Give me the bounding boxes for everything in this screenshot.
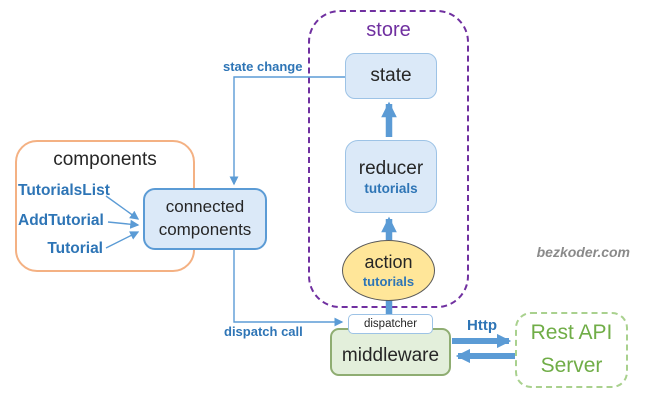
middleware-node: middleware [330,328,451,376]
watermark: bezkoder.com [536,244,630,260]
state-change-arrow [229,76,345,186]
rest-api-server-node: Rest API Server [515,312,628,388]
http-edge-label: Http [467,317,497,334]
component-label-tutorial: Tutorial [47,240,103,257]
dispatcher-node: dispatcher [348,314,433,334]
connected-components-node: connected components [143,188,267,250]
reducer-sublabel: tutorials [364,180,418,196]
tutorial-arrow [105,231,140,249]
reducer-node: reducer tutorials [345,140,437,213]
components-group-title: components [53,149,157,170]
state-change-edge-label: state change [223,59,303,74]
action-sublabel: tutorials [362,274,415,289]
action-label: action [364,252,413,272]
state-label: state [370,65,412,86]
action-node: action tutorials [342,240,435,301]
component-label-tutorialslist: TutorialsList [18,182,110,199]
dispatch-call-arrow [233,250,344,327]
dispatch-call-edge-label: dispatch call [224,324,303,339]
rest-api-server-label: Rest API Server [530,321,613,377]
store-group-title: store [366,19,411,41]
connected-components-label: connected components [158,197,252,239]
reducer-label: reducer [358,157,424,179]
addtutorial-arrow [107,219,140,229]
state-node: state [345,53,437,99]
tutorialslist-arrow [105,195,140,220]
middleware-label: middleware [341,345,440,366]
component-label-addtutorial: AddTutorial [18,212,104,229]
dispatcher-label: dispatcher [363,318,418,330]
